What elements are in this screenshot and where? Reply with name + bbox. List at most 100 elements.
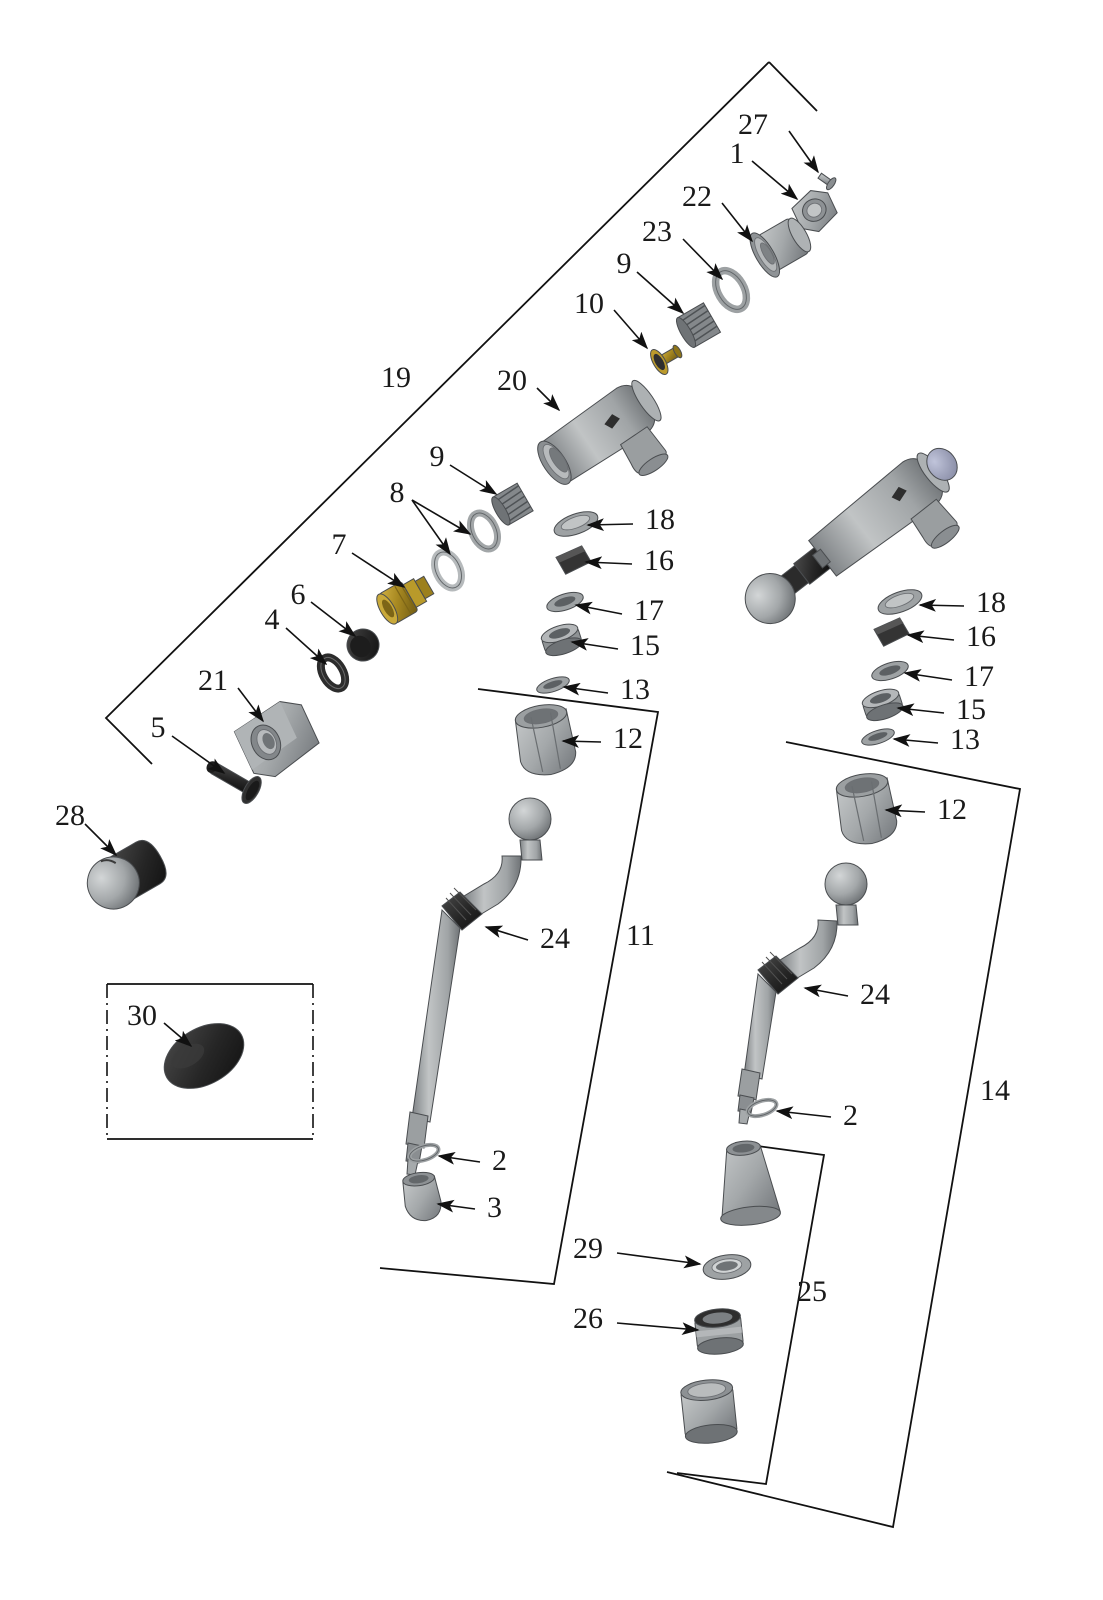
leader-4 [285,627,328,666]
part-2-small-o-ring-right [745,1097,779,1119]
part-valve-body-right-assembled [744,447,960,625]
leader-27 [788,130,819,174]
part-24-lever-assembly-right [737,862,868,1125]
leader-26 [616,1322,700,1335]
part-17-thin-washer-left [546,591,584,613]
leader-9b [449,464,498,495]
leader-22 [721,202,753,243]
part-6-rubber-cap [346,628,380,662]
callout-29: 29 [573,1232,603,1265]
part-2-small-o-ring-left [407,1142,441,1164]
part-9-threaded-insert-upper [675,302,722,348]
leader-15b [896,703,945,717]
leader-2b [775,1106,832,1120]
callout-9-lower: 9 [430,440,445,473]
callout-11: 11 [626,919,655,952]
callout-6: 6 [291,578,306,611]
callout-27: 27 [738,108,768,141]
callout-12-right: 12 [937,793,967,826]
leader-16b [906,630,955,644]
callout-24-left: 24 [540,922,570,955]
callout-26: 26 [573,1302,603,1335]
part-13-thin-ring-right [861,728,895,746]
callout-4: 4 [265,603,280,636]
part-12-hex-cap-nut-right [835,773,898,845]
part-13-thin-ring-left [536,676,570,694]
leader-18b [918,598,965,612]
callout-16-left: 16 [644,544,674,577]
leader-29 [616,1252,702,1269]
leader-24b [803,984,849,998]
leader-21 [237,687,264,723]
leader-20 [536,387,561,412]
callout-13-left: 13 [620,673,650,706]
part-9-threaded-insert-lower [491,482,534,526]
callout-28: 28 [55,799,85,832]
bracket-11 [379,688,660,1285]
callout-2-right: 2 [843,1099,858,1132]
leader-8a [411,499,472,535]
callout-1: 1 [730,137,745,170]
callout-2-left: 2 [492,1144,507,1177]
part-7-brass-valve-stem [376,575,435,625]
part-17-thin-washer-right [871,660,909,682]
part-3-end-cap-left [402,1171,442,1222]
callout-16-right: 16 [966,620,996,653]
part-29-sealing-washer [702,1254,752,1280]
bracket-14 [666,741,1022,1529]
callout-15-left: 15 [630,629,660,662]
part-1-hex-nut [791,190,838,233]
callout-17-left: 17 [634,594,664,627]
callout-15-right: 15 [956,693,986,726]
callout-30: 30 [127,999,157,1032]
bracket-19 [104,61,818,765]
leader-17b [903,669,953,682]
callout-10: 10 [574,287,604,320]
part-12-hex-cap-nut-left [514,704,577,776]
leader-13b [892,734,939,747]
callout-22: 22 [682,180,712,213]
leader-10 [613,309,649,350]
callout-7: 7 [332,528,347,561]
leader-5 [171,735,226,774]
leader-15a [570,638,619,651]
part-27-small-screw [817,172,837,191]
leader-2a [437,1151,481,1165]
leader-1 [751,160,799,201]
leader-7 [351,552,406,588]
callout-14: 14 [980,1074,1010,1107]
leader-6 [310,601,357,637]
callout-25: 25 [797,1275,827,1308]
leader-12b [884,804,926,818]
leader-24a [484,925,529,941]
callout-8: 8 [390,476,405,509]
part-cone-bushing [720,1140,781,1226]
leader-16a [584,556,633,570]
callout-19: 19 [381,361,411,394]
callout-21: 21 [198,664,228,697]
leader-18a [586,518,634,532]
callout-20: 20 [497,364,527,397]
leader-3 [436,1199,476,1213]
part-28-knob-two-tone [86,839,167,910]
callout-18-right: 18 [976,586,1006,619]
leader-23 [682,238,724,281]
part-15-bushing-right [861,688,904,722]
callout-17-right: 17 [964,660,994,693]
leader-30 [163,1022,193,1048]
callout-24-right: 24 [860,978,890,1011]
part-22-valve-cartridge-housing [749,217,812,278]
leader-12a [561,735,602,748]
leader-9a [636,271,685,315]
callout-5: 5 [151,711,166,744]
callout-18-left: 18 [645,503,675,536]
leader-28 [84,823,118,857]
inset-box-30 [106,983,314,1140]
callout-12-left: 12 [613,722,643,755]
callout-9-upper: 9 [617,247,632,280]
part-10-brass-screw-washer [650,344,683,375]
callout-3: 3 [487,1191,502,1224]
